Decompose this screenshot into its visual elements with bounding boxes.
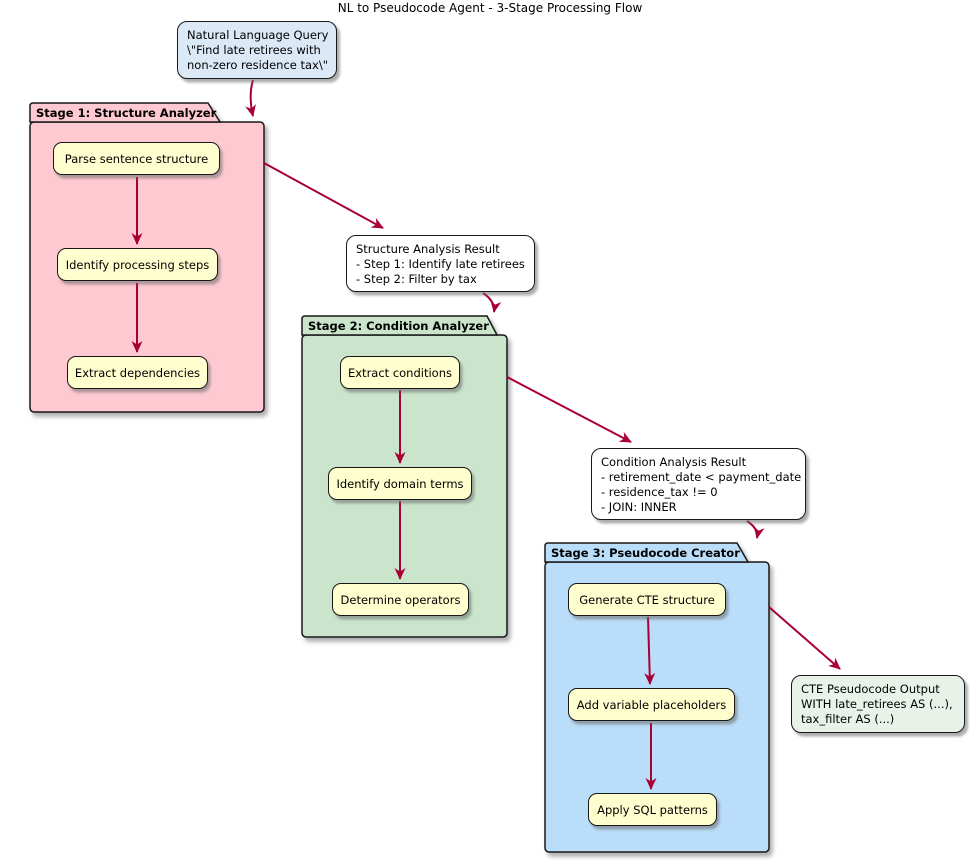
note-line: Structure Analysis Result — [356, 242, 500, 256]
note-line: - retirement_date < payment_date — [601, 470, 802, 484]
note-line: - JOIN: INNER — [601, 500, 677, 514]
flow-arrows — [131, 79, 841, 790]
structure-analysis-result-note: Structure Analysis Result - Step 1: Iden… — [346, 235, 535, 292]
activity-apply-sql-patterns: Apply SQL patterns — [588, 793, 717, 826]
note-line: Natural Language Query — [187, 28, 329, 42]
arrow-stage3-to-output-note — [768, 606, 841, 670]
activity-determine-operators: Determine operators — [332, 583, 469, 616]
activity-add-variable-placeholders: Add variable placeholders — [568, 688, 735, 721]
note-line: non-zero residence tax\" — [187, 58, 329, 72]
arrow-structure-note-to-stage2 — [482, 292, 502, 313]
condition-analysis-result-note: Condition Analysis Result - retirement_d… — [591, 448, 806, 520]
stage-2-tab — [301, 315, 499, 336]
arrow-stage3-step1-step2 — [644, 616, 656, 685]
activity-generate-cte-structure: Generate CTE structure — [568, 583, 726, 616]
note-line: WITH late_retirees AS (...), — [801, 697, 953, 711]
note-line: - residence_tax != 0 — [601, 485, 718, 499]
stage-2-title: Stage 2: Condition Analyzer — [308, 319, 489, 333]
input-query-note: Natural Language Query \"Find late retir… — [177, 21, 337, 79]
activity-extract-conditions: Extract conditions — [340, 356, 460, 389]
note-line: Condition Analysis Result — [601, 455, 747, 469]
stage-3-tab — [544, 542, 750, 563]
note-line: CTE Pseudocode Output — [801, 682, 940, 696]
stage-1-title: Stage 1: Structure Analyzer — [36, 106, 217, 120]
note-line: - Step 2: Filter by tax — [356, 272, 477, 286]
diagram-title: NL to Pseudocode Agent - 3-Stage Process… — [337, 1, 643, 15]
activity-identify-domain-terms: Identify domain terms — [328, 467, 472, 500]
cte-pseudocode-output-note: CTE Pseudocode Output WITH late_retirees… — [791, 675, 965, 733]
note-line: \"Find late retirees with — [187, 43, 321, 57]
arrow-stage2-to-condition-note — [506, 376, 632, 443]
arrow-query-to-stage1 — [245, 79, 256, 117]
stage-3-title: Stage 3: Pseudocode Creator — [551, 546, 740, 560]
note-line: tax_filter AS (...) — [801, 712, 895, 726]
activity-parse-sentence-structure: Parse sentence structure — [53, 142, 220, 175]
activity-identify-processing-steps: Identify processing steps — [57, 248, 218, 281]
arrow-stage1-to-structure-note — [263, 162, 384, 229]
stage-1-tab — [29, 102, 222, 123]
activity-extract-dependencies: Extract dependencies — [67, 356, 208, 389]
arrow-condition-note-to-stage3 — [746, 520, 765, 539]
note-line: - Step 1: Identify late retirees — [356, 257, 525, 271]
